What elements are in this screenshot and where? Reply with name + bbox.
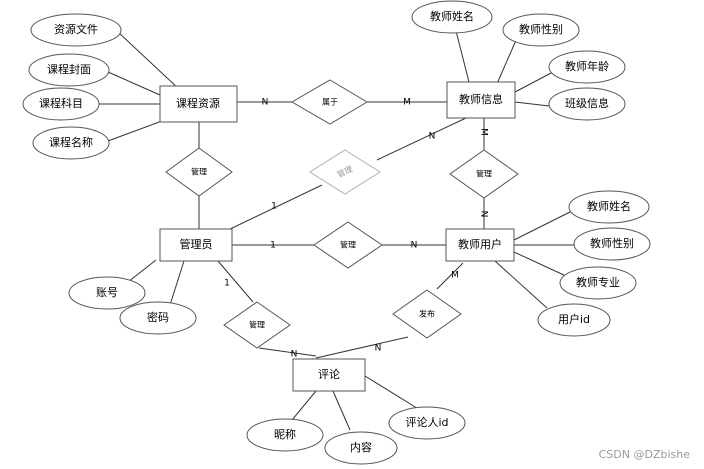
attr-admin-password-label: 密码 bbox=[147, 310, 169, 324]
attr-user-name: 教师姓名 bbox=[568, 190, 650, 224]
card-manage-comment: N bbox=[291, 350, 298, 360]
edge-admin-account bbox=[127, 259, 157, 283]
attr-course-subject: 课程科目 bbox=[22, 87, 100, 121]
attr-admin-account-label: 账号 bbox=[96, 286, 118, 299]
attr-course-file-label: 资源文件 bbox=[54, 22, 98, 36]
card-admin-manage: 1 bbox=[270, 241, 276, 251]
attr-info-gender: 教师性别 bbox=[502, 13, 580, 47]
attr-comment-commenter: 评论人id bbox=[388, 406, 466, 440]
attr-comment-nickname-label: 昵称 bbox=[274, 427, 296, 441]
attr-admin-account: 账号 bbox=[68, 276, 146, 310]
attr-info-class-label: 班级信息 bbox=[565, 96, 609, 110]
card-admin-comment: 1 bbox=[224, 279, 230, 289]
edge-user-major bbox=[513, 251, 567, 277]
attr-user-major-label: 教师专业 bbox=[576, 275, 620, 289]
card-manage-user-top: N bbox=[479, 211, 489, 218]
edges bbox=[98, 26, 575, 431]
cardinalities: N M N 1 M N 1 N 1 N M N bbox=[224, 98, 488, 360]
edge-admin-managec bbox=[217, 260, 254, 303]
attr-comment-content-label: 内容 bbox=[350, 440, 372, 454]
edge-info-faded bbox=[376, 117, 467, 161]
edge-publish-comment bbox=[315, 336, 409, 359]
card-belongs-info: M bbox=[403, 98, 411, 108]
attr-info-name-label: 教师姓名 bbox=[430, 9, 474, 23]
edge-user-publish bbox=[436, 262, 464, 290]
rel-belongs-label: 属于 bbox=[322, 98, 338, 107]
attr-info-class: 班级信息 bbox=[548, 87, 626, 121]
edge-course-cover bbox=[107, 71, 161, 96]
edge-course-file bbox=[117, 31, 181, 91]
attr-admin-password: 密码 bbox=[119, 301, 197, 335]
entity-admin: 管理员 bbox=[159, 228, 233, 262]
attr-comment-commenter-label: 评论人id bbox=[405, 415, 448, 429]
entity-teacher-user-label: 教师用户 bbox=[458, 237, 502, 251]
entity-teacher-user: 教师用户 bbox=[445, 228, 515, 262]
entity-teacher-info-label: 教师信息 bbox=[459, 92, 503, 106]
edge-comment-commenter bbox=[364, 375, 421, 411]
edge-info-name bbox=[454, 26, 471, 87]
rel-manage-info-faded: 管理 bbox=[309, 149, 381, 195]
attr-comment-nickname: 昵称 bbox=[246, 418, 324, 452]
edge-faded-admin bbox=[225, 184, 323, 232]
edge-user-name bbox=[513, 209, 575, 241]
edge-managec-comment bbox=[258, 347, 317, 357]
attr-user-id-label: 用户id bbox=[558, 312, 590, 326]
attr-course-cover: 课程封面 bbox=[28, 53, 110, 87]
attr-user-id: 用户id bbox=[537, 303, 611, 337]
attr-course-cover-label: 课程封面 bbox=[47, 62, 91, 76]
attr-user-major: 教师专业 bbox=[559, 266, 637, 300]
attr-info-age-label: 教师年龄 bbox=[565, 59, 609, 73]
edge-admin-password bbox=[169, 260, 185, 306]
entity-teacher-info: 教师信息 bbox=[446, 81, 516, 119]
entity-course-label: 课程资源 bbox=[176, 96, 220, 110]
edge-comment-content bbox=[332, 390, 351, 431]
rel-manage-info: 管理 bbox=[449, 149, 519, 199]
rel-manage-course-label: 管理 bbox=[191, 167, 207, 177]
entity-admin-label: 管理员 bbox=[180, 237, 213, 251]
entity-comment-label: 评论 bbox=[318, 367, 340, 381]
card-course-belongs: N bbox=[262, 98, 269, 108]
attr-course-file: 资源文件 bbox=[30, 13, 122, 47]
card-info-faded: N bbox=[429, 132, 436, 142]
rel-manage-info-label: 管理 bbox=[476, 169, 492, 179]
watermark: CSDN @DZbishe bbox=[598, 448, 690, 461]
edge-info-gender bbox=[495, 37, 518, 87]
entity-comment: 评论 bbox=[292, 358, 366, 392]
rel-publish-label: 发布 bbox=[419, 309, 435, 319]
attr-info-gender-label: 教师性别 bbox=[519, 22, 563, 36]
edge-info-age bbox=[514, 71, 554, 93]
rel-manage-comment-label: 管理 bbox=[249, 320, 265, 330]
attr-user-gender: 教师性别 bbox=[573, 227, 651, 261]
card-publish-comment: N bbox=[375, 344, 382, 354]
card-manage-user-left: N bbox=[411, 241, 418, 251]
card-info-manage: M bbox=[479, 128, 489, 136]
attr-course-name-label: 课程名称 bbox=[49, 135, 93, 149]
rel-manage-user: 管理 bbox=[313, 221, 383, 269]
attr-course-name: 课程名称 bbox=[32, 126, 110, 160]
edge-user-id bbox=[494, 260, 548, 309]
edge-info-class bbox=[514, 101, 550, 107]
attr-info-name: 教师姓名 bbox=[411, 0, 493, 34]
attr-user-gender-label: 教师性别 bbox=[590, 236, 634, 250]
edge-comment-nickname bbox=[291, 390, 317, 421]
rel-publish: 发布 bbox=[392, 289, 462, 339]
card-faded-admin: 1 bbox=[271, 202, 277, 212]
rel-manage-course: 管理 bbox=[165, 147, 233, 197]
attr-comment-content: 内容 bbox=[324, 431, 398, 465]
rel-manage-comment: 管理 bbox=[223, 301, 291, 349]
card-publish-user: M bbox=[451, 271, 459, 281]
entity-course: 课程资源 bbox=[159, 85, 238, 123]
rel-manage-user-label: 管理 bbox=[340, 240, 356, 250]
attr-user-name-label: 教师姓名 bbox=[587, 199, 631, 213]
rel-belongs: 属于 bbox=[291, 79, 368, 125]
attr-info-age: 教师年龄 bbox=[548, 50, 626, 84]
attr-course-subject-label: 课程科目 bbox=[39, 96, 83, 110]
